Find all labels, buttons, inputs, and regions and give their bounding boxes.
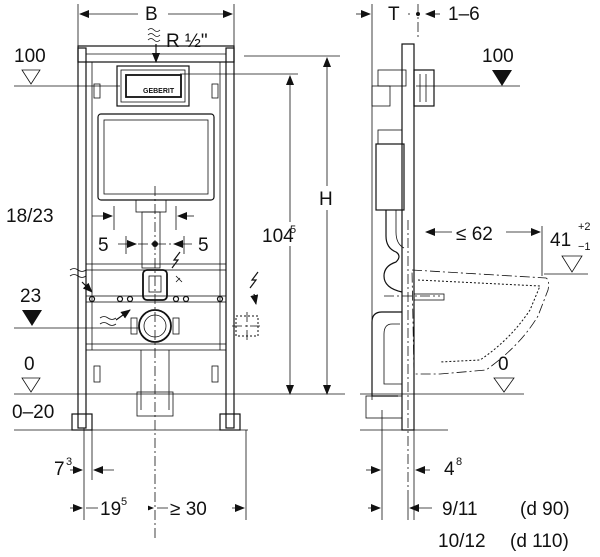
- bowl-height-tol-minus: −1: [578, 241, 591, 253]
- water-supply-icon: [69, 268, 87, 278]
- front-view: GEBERIT: [6, 0, 345, 540]
- flush-spacing-label: 18/23: [6, 206, 54, 227]
- side-view: T 1–6 100: [356, 4, 591, 552]
- pipe-offset-a: 9/11: [442, 499, 478, 520]
- level-0-label: 0: [24, 354, 35, 375]
- side-flush-pipe: [383, 210, 403, 293]
- pipe-offset-b: 10/12: [438, 531, 486, 552]
- frame-right-post: [225, 47, 235, 429]
- left-offset-label: 5: [98, 235, 109, 256]
- level-23-marker: [22, 310, 42, 326]
- crossbar-bottom: [85, 343, 227, 351]
- electrical-icon: [171, 251, 181, 269]
- side-flush-plate: [413, 69, 435, 107]
- foot-offset-sup: 8: [456, 456, 462, 468]
- floor-range-label: 0–20: [12, 402, 54, 423]
- bowl-height-label: 41: [550, 230, 571, 251]
- bowl-projection-label: ≤ 62: [456, 224, 493, 245]
- drain-clearance-label: ≥ 30: [170, 499, 207, 520]
- water-drain-icon: [99, 316, 117, 326]
- level-100-marker: [21, 69, 41, 85]
- pipe-diameter-b: (d 110): [510, 531, 569, 552]
- flush-height-value: 104: [262, 226, 294, 247]
- level-100-label: 100: [14, 46, 46, 67]
- bowl-height-tol-plus: +2: [578, 221, 591, 233]
- level-23-label: 23: [20, 286, 41, 307]
- cistern: [97, 113, 215, 201]
- depth-label: T: [388, 4, 400, 25]
- flush-button-frame: [125, 74, 182, 98]
- side-level-100-marker: [492, 70, 512, 86]
- side-level-0-marker: [493, 377, 515, 393]
- water-inlet-icon: [147, 28, 161, 42]
- right-offset-label: 5: [198, 235, 209, 256]
- foot-offset-label: 4: [444, 459, 455, 480]
- flush-height-sup: 5: [290, 224, 296, 236]
- water-inlet-label: R ½": [166, 31, 208, 52]
- side-cistern: [375, 143, 405, 211]
- foot-width-sup: 3: [66, 456, 72, 468]
- width-label: B: [145, 4, 158, 25]
- electrical-socket-icon: [249, 271, 259, 289]
- wall-gap-label: 1–6: [448, 4, 480, 25]
- foot-width-label: 7: [54, 459, 65, 480]
- drain-offset-sup: 5: [121, 496, 127, 508]
- drain-offset-label: 19: [100, 499, 121, 520]
- flush-plate: [116, 65, 190, 107]
- level-0-marker: [21, 377, 41, 393]
- side-drain-pipe: [371, 311, 402, 397]
- height-label: H: [319, 189, 333, 210]
- frame-left-post: [77, 47, 87, 429]
- crossbar-lower: [85, 295, 227, 303]
- brand-logo-text: GEBERIT: [143, 88, 175, 95]
- pipe-diameter-a: (d 90): [520, 499, 570, 520]
- drain-outlet: [138, 309, 172, 343]
- side-level-0-label: 0: [498, 354, 509, 375]
- bowl-height-marker: [561, 255, 583, 273]
- side-level-100-label: 100: [482, 46, 514, 67]
- toilet-bowl-outline: [411, 269, 550, 375]
- flush-pipe: [141, 211, 161, 269]
